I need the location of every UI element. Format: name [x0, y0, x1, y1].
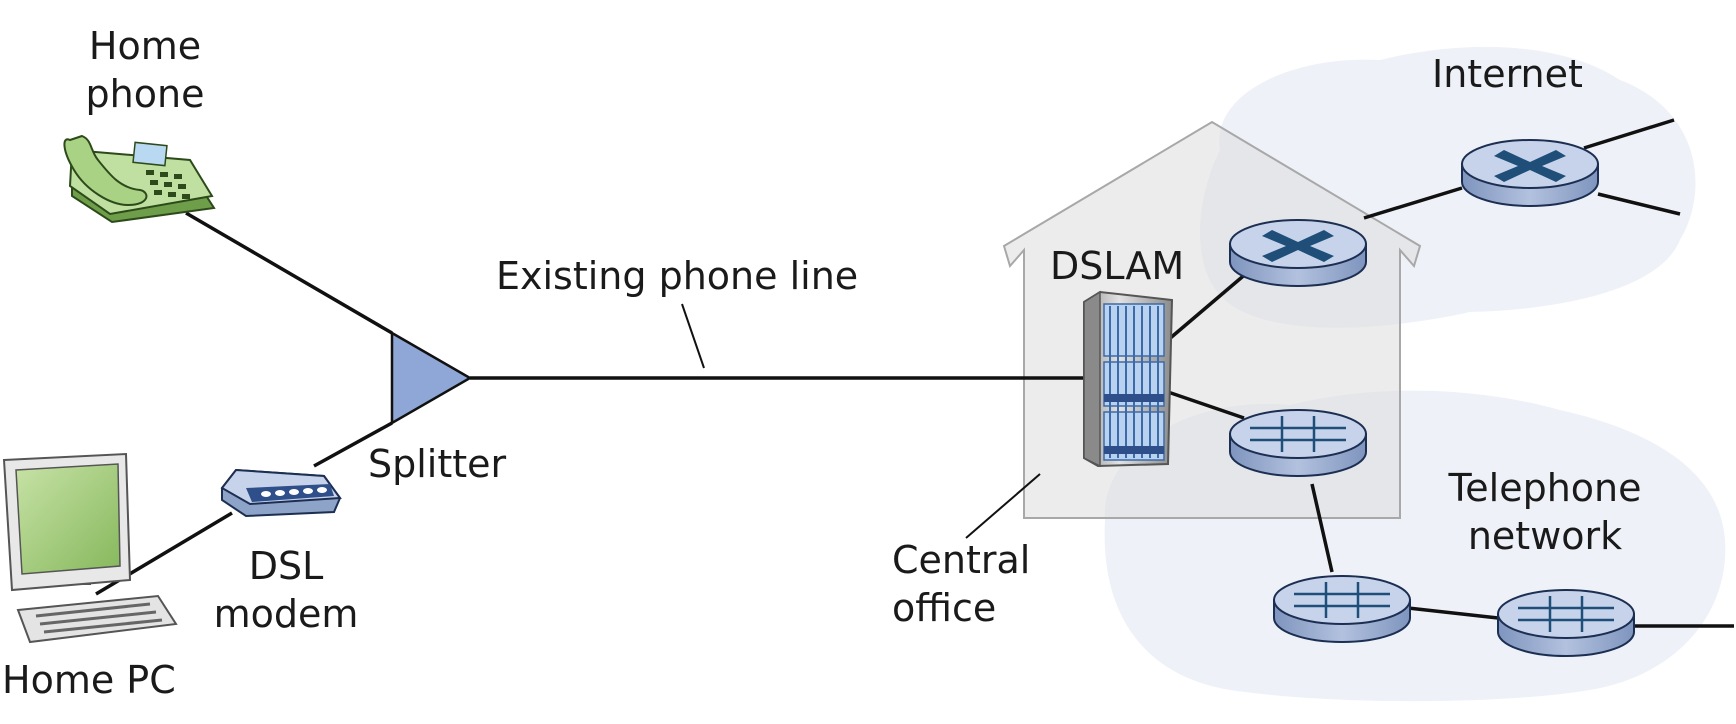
home-pc-label: Home PC	[2, 658, 176, 702]
phone-switch-icon	[1273, 575, 1411, 643]
links	[95, 118, 1734, 628]
home-phone-label: Home phone	[72, 22, 218, 118]
phone-switch-icon	[1497, 589, 1635, 657]
central-office-label: Central office	[892, 536, 1030, 632]
phone-line-label: Existing phone line	[496, 254, 859, 298]
internet-label: Internet	[1432, 52, 1583, 96]
router-icon	[1229, 219, 1367, 287]
link-switch-switch-1	[1310, 483, 1334, 573]
modem-icon	[220, 468, 342, 518]
dsl-modem-label-line-2: modem	[213, 592, 359, 636]
central-office-label-line-2: office	[892, 586, 997, 630]
central-office-leader	[965, 473, 1041, 539]
home-phone-label-line-2: phone	[85, 72, 205, 116]
dsl-modem-label: DSL modem	[206, 542, 366, 638]
link-internet-out-1	[1583, 118, 1675, 150]
dslam-label: DSLAM	[1050, 244, 1185, 288]
dslam-rack-icon	[1083, 290, 1174, 468]
link-phone-splitter	[185, 211, 393, 335]
link-dslam-internet-router	[1166, 270, 1250, 342]
home-phone-label-line-1: Home	[88, 24, 202, 68]
link-dslam-phone-switch	[1167, 390, 1245, 420]
telephone-network-label-line-1: Telephone	[1448, 466, 1642, 510]
phone-icon	[63, 134, 216, 224]
phone-line-leader	[681, 303, 705, 369]
phone-switch-icon	[1229, 409, 1367, 477]
link-modem-splitter	[313, 421, 393, 468]
link-internet-out-2	[1597, 192, 1681, 216]
computer-icon	[2, 452, 178, 644]
central-office-label-line-1: Central	[892, 538, 1031, 582]
link-router-router	[1363, 186, 1463, 220]
router-icon	[1461, 139, 1599, 207]
splitter-label: Splitter	[368, 442, 507, 486]
telephone-network-label: Telephone network	[1430, 464, 1660, 560]
dsl-modem-label-line-1: DSL	[248, 544, 324, 588]
link-switch-switch-2	[1407, 606, 1499, 620]
telephone-network-label-line-2: network	[1467, 514, 1623, 558]
splitter-icon	[390, 330, 473, 426]
